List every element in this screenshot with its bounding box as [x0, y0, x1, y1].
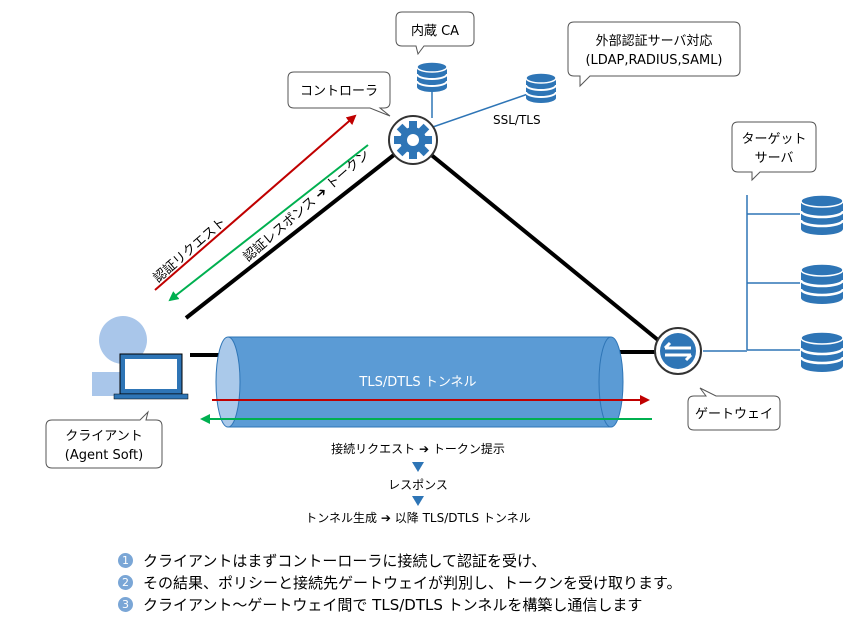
auth-response-label: 認証レスポンス ➔ トークン [240, 147, 373, 265]
step-number-badge: 1 [118, 553, 133, 568]
controller-bubble: コントローラ [287, 71, 391, 117]
svg-text:(LDAP,RADIUS,SAML): (LDAP,RADIUS,SAML) [585, 53, 722, 68]
step-item: 3 クライアント～ゲートウェイ間で TLS/DTLS トンネルを構築し通信します [118, 594, 838, 615]
flow-step-2: レスポンス [388, 478, 448, 492]
flow-step-3: トンネル生成 ➔ 以降 TLS/DTLS トンネル [305, 511, 530, 525]
svg-text:(Agent Soft): (Agent Soft) [65, 448, 143, 463]
auth-response-arrow [168, 144, 369, 302]
ssl-tls-label: SSL/TLS [493, 113, 541, 127]
step-list: 1 クライアントはまずコントーローラに接続して認証を受け、 2 その結果、ポリシ… [118, 550, 838, 616]
step-text: その結果、ポリシーと接続先ゲートウェイが判別し、トークンを受け取ります。 [143, 574, 682, 592]
controller-gateway-link [411, 138, 660, 342]
svg-text:ゲートウェイ: ゲートウェイ [695, 407, 773, 422]
client-bubble: クライアント (Agent Soft) [45, 410, 163, 469]
auth-request-arrow [154, 114, 357, 291]
step-number-badge: 3 [118, 597, 133, 612]
gateway-bubble: ゲートウェイ [687, 387, 781, 431]
target-server-bubble: ターゲット サーバ [731, 121, 817, 182]
external-auth-bubble: 外部認証サーバ対応 (LDAP,RADIUS,SAML) [567, 21, 741, 88]
client-laptop-icon [113, 353, 189, 400]
target-server-3-icon [799, 330, 845, 374]
tunnel-mouth [215, 336, 241, 428]
flow-down-arrow-2 [412, 496, 424, 506]
svg-text:サーバ: サーバ [755, 151, 794, 166]
svg-text:ターゲット: ターゲット [741, 132, 806, 147]
step-number-badge: 2 [118, 575, 133, 590]
target-server-1-icon [799, 193, 845, 237]
step-item: 1 クライアントはまずコントーローラに接続して認証を受け、 [118, 550, 838, 571]
controller-gear-icon [388, 115, 438, 165]
gateway-icon [654, 327, 702, 375]
step-text: クライアントはまずコントーローラに接続して認証を受け、 [143, 552, 547, 570]
tunnel-body [228, 337, 611, 427]
auth-server-database-icon [525, 72, 557, 104]
step-text: クライアント～ゲートウェイ間で TLS/DTLS トンネルを構築し通信します [143, 596, 643, 614]
step-item: 2 その結果、ポリシーと接続先ゲートウェイが判別し、トークンを受け取ります。 [118, 572, 838, 593]
svg-text:コントローラ: コントローラ [300, 84, 378, 99]
tunnel-label: TLS/DTLS トンネル [358, 375, 476, 390]
controller-client-link [184, 138, 415, 320]
svg-text:クライアント: クライアント [65, 429, 142, 444]
svg-text:内蔵 CA: 内蔵 CA [411, 23, 459, 39]
internal-ca-bubble: 内蔵 CA [395, 11, 475, 56]
target-server-2-icon [799, 262, 845, 306]
svg-text:外部認証サーバ対応: 外部認証サーバ対応 [596, 33, 713, 49]
flow-down-arrow-1 [412, 462, 424, 472]
internal-ca-database-icon [416, 61, 448, 93]
flow-step-1: 接続リクエスト ➔ トークン提示 [331, 441, 505, 456]
tunnel-end [598, 336, 624, 428]
auth-server-link [429, 93, 529, 129]
auth-request-label: 認証リクエスト [150, 214, 229, 286]
